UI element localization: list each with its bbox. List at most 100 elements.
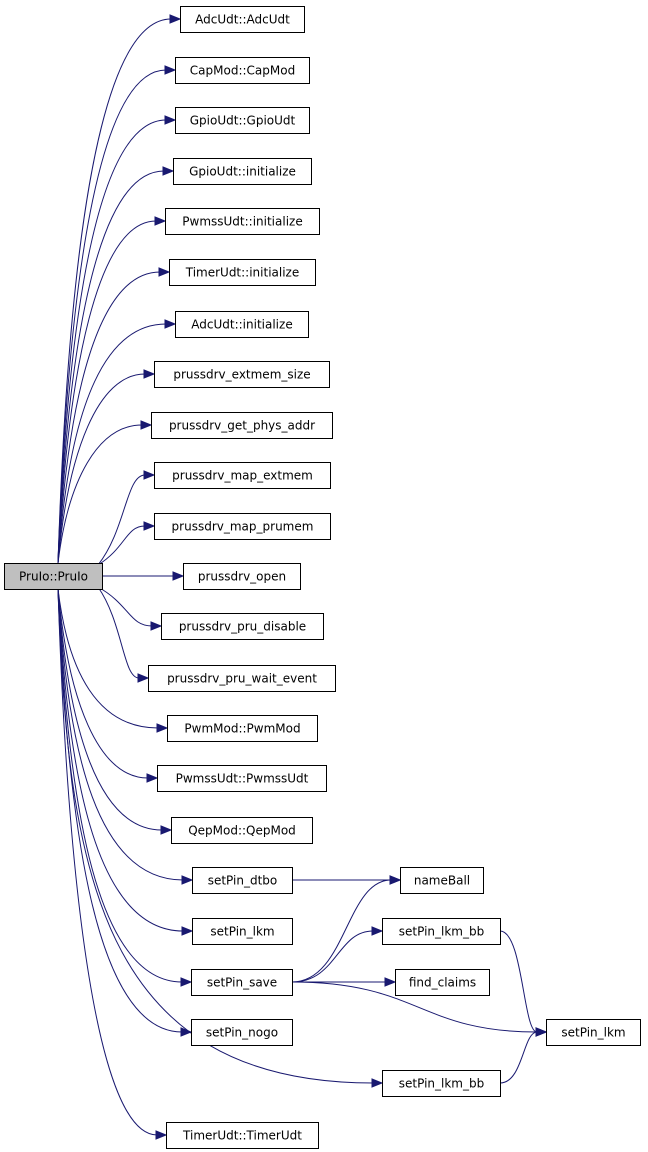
- node-box[interactable]: [400, 867, 484, 894]
- node-box[interactable]: [167, 715, 318, 742]
- node-box[interactable]: [148, 665, 336, 692]
- graph-node[interactable]: prussdrv_map_prumem: [154, 513, 331, 540]
- graph-node[interactable]: prussdrv_get_phys_addr: [151, 412, 333, 439]
- node-label: TimerUdt::TimerUdt: [182, 1129, 302, 1143]
- graph-node[interactable]: PruIo::PruIo: [4, 563, 103, 590]
- node-box[interactable]: [175, 107, 310, 134]
- call-edge: [291, 930, 374, 983]
- graph-node[interactable]: GpioUdt::GpioUdt: [175, 107, 310, 134]
- node-box[interactable]: [175, 311, 309, 338]
- graph-node[interactable]: PwmssUdt::initialize: [165, 208, 320, 235]
- node-box[interactable]: [191, 969, 293, 996]
- graph-node[interactable]: AdcUdt::initialize: [175, 311, 309, 338]
- root-node-box[interactable]: [4, 563, 103, 590]
- call-edge: [57, 588, 374, 1084]
- arrowhead: [169, 14, 182, 24]
- graph-node[interactable]: setPin_lkm: [192, 918, 293, 945]
- node-label: PwmssUdt::PwmssUdt: [176, 772, 309, 786]
- node-box[interactable]: [395, 969, 490, 996]
- graph-node[interactable]: find_claims: [395, 969, 490, 996]
- graph-node[interactable]: setPin_lkm_bb: [382, 1070, 501, 1097]
- node-label: PwmssUdt::initialize: [182, 215, 302, 229]
- call-edge: [57, 119, 167, 564]
- node-label: GpioUdt::initialize: [189, 165, 296, 179]
- node-box[interactable]: [154, 462, 331, 489]
- graph-node[interactable]: prussdrv_extmem_size: [154, 361, 330, 388]
- node-box[interactable]: [192, 867, 293, 894]
- node-label: prussdrv_open: [198, 570, 286, 584]
- node-label: prussdrv_get_phys_addr: [169, 419, 315, 433]
- call-edge: [97, 586, 153, 627]
- call-edge: [499, 1031, 538, 1084]
- graph-node[interactable]: CapMod::CapMod: [175, 57, 310, 84]
- node-box[interactable]: [382, 1070, 501, 1097]
- node-label: PruIo::PruIo: [19, 570, 88, 584]
- arrowhead: [181, 926, 194, 936]
- node-box[interactable]: [157, 765, 327, 792]
- node-box[interactable]: [161, 613, 324, 640]
- node-box[interactable]: [191, 1019, 293, 1046]
- call-edge: [97, 474, 146, 566]
- node-box[interactable]: [154, 361, 330, 388]
- graph-node[interactable]: prussdrv_pru_disable: [161, 613, 324, 640]
- call-nodes: PruIo::PruIo AdcUdt::AdcUdtCapMod::CapMod…: [4, 6, 641, 1149]
- node-label: prussdrv_extmem_size: [173, 368, 310, 382]
- arrowhead: [172, 571, 185, 581]
- node-box[interactable]: [154, 513, 331, 540]
- graph-node[interactable]: nameBall: [400, 867, 484, 894]
- arrowhead: [181, 875, 194, 885]
- call-edge: [57, 588, 184, 881]
- node-box[interactable]: [175, 57, 310, 84]
- node-box[interactable]: [166, 1122, 319, 1149]
- graph-node[interactable]: GpioUdt::initialize: [173, 158, 312, 185]
- node-box[interactable]: [151, 412, 333, 439]
- graph-node[interactable]: setPin_lkm: [546, 1019, 641, 1046]
- node-box[interactable]: [165, 208, 320, 235]
- call-edge: [57, 588, 183, 983]
- graph-node[interactable]: TimerUdt::initialize: [169, 259, 316, 286]
- graph-node[interactable]: PwmMod::PwmMod: [167, 715, 318, 742]
- call-edge: [57, 588, 159, 729]
- graph-node[interactable]: PwmssUdt::PwmssUdt: [157, 765, 327, 792]
- graph-node[interactable]: setPin_nogo: [191, 1019, 293, 1046]
- arrowhead: [143, 369, 156, 379]
- node-label: setPin_lkm: [210, 925, 274, 939]
- node-box[interactable]: [546, 1019, 641, 1046]
- node-box[interactable]: [183, 563, 301, 590]
- graph-node[interactable]: setPin_lkm_bb: [382, 918, 501, 945]
- node-box[interactable]: [171, 817, 313, 844]
- arrowhead: [164, 319, 177, 329]
- call-edge: [97, 586, 140, 679]
- call-edge: [57, 588, 158, 1136]
- node-box[interactable]: [180, 6, 305, 33]
- graph-node[interactable]: TimerUdt::TimerUdt: [166, 1122, 319, 1149]
- node-label: setPin_dtbo: [208, 874, 278, 888]
- graph-node[interactable]: prussdrv_open: [183, 563, 301, 590]
- call-edge: [57, 323, 167, 564]
- node-box[interactable]: [382, 918, 501, 945]
- arrowhead: [164, 115, 177, 125]
- call-edge: [57, 18, 172, 564]
- node-label: prussdrv_map_extmem: [172, 469, 313, 483]
- call-edge: [499, 930, 538, 1033]
- graph-node[interactable]: setPin_dtbo: [192, 867, 293, 894]
- node-box[interactable]: [192, 918, 293, 945]
- node-label: setPin_lkm_bb: [399, 925, 484, 939]
- node-box[interactable]: [173, 158, 312, 185]
- arrowhead: [137, 673, 150, 683]
- call-edge: [57, 424, 143, 564]
- call-edge: [291, 879, 392, 983]
- graph-node[interactable]: prussdrv_pru_wait_event: [148, 665, 336, 692]
- arrowhead: [140, 420, 153, 430]
- node-label: QepMod::QepMod: [188, 824, 296, 838]
- node-label: prussdrv_pru_wait_event: [167, 672, 317, 686]
- graph-node[interactable]: QepMod::QepMod: [171, 817, 313, 844]
- node-label: find_claims: [409, 976, 476, 990]
- node-label: nameBall: [414, 874, 470, 888]
- call-edge: [57, 588, 184, 932]
- node-label: setPin_lkm_bb: [399, 1077, 484, 1091]
- graph-node[interactable]: setPin_save: [191, 969, 293, 996]
- node-box[interactable]: [169, 259, 316, 286]
- graph-node[interactable]: prussdrv_map_extmem: [154, 462, 331, 489]
- graph-node[interactable]: AdcUdt::AdcUdt: [180, 6, 305, 33]
